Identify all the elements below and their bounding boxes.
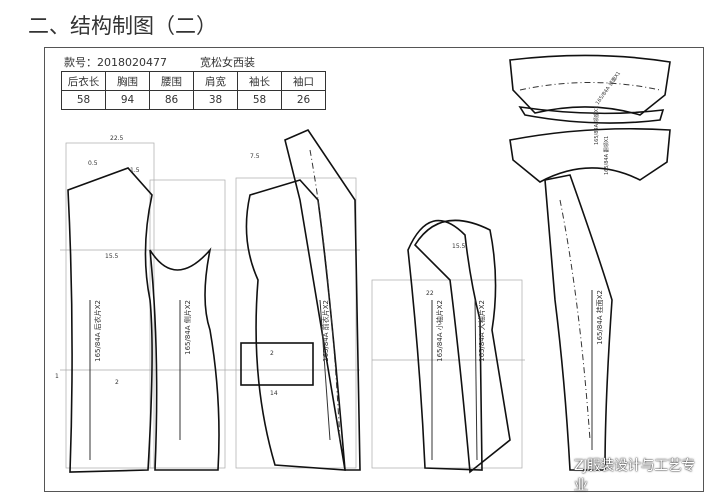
svg-text:2: 2	[270, 350, 274, 357]
label-collar-under: 165/84A 翻领X1	[603, 136, 610, 175]
style-number: 款号：2018020477	[64, 56, 167, 69]
collar-stand	[518, 105, 665, 124]
spec-value: 38	[193, 90, 238, 110]
label-front: 165/84A 前衣片X2	[321, 300, 330, 362]
spec-value: 86	[149, 90, 194, 110]
spec-table: 后衣长 胸围 腰围 肩宽 袖长 袖口 58 94 86 38 58 26	[61, 71, 326, 110]
seam-lines	[309, 82, 661, 441]
svg-text:0.5: 0.5	[88, 160, 98, 167]
pattern-outlines	[67, 54, 671, 474]
under-sleeve	[407, 219, 483, 471]
spec-value: 58	[237, 90, 282, 110]
label-collar-stand: 165/84A 领座X1	[593, 106, 600, 145]
page-title: 二、结构制图（二）	[28, 14, 217, 38]
spec-value: 58	[61, 90, 106, 110]
construction-lines	[60, 142, 525, 469]
svg-text:15.5: 15.5	[452, 243, 466, 250]
lapel	[284, 129, 361, 471]
side-piece	[149, 247, 220, 471]
label-side: 165/84A 侧片X2	[183, 300, 192, 355]
collar-under	[509, 127, 671, 183]
label-collar-top: 165/84A 领面X1	[594, 70, 622, 106]
spec-value-row: 58 94 86 38 58 26	[61, 90, 326, 110]
drawing-frame	[44, 47, 704, 492]
label-facing: 165/84A 挂面X2	[595, 290, 604, 345]
svg-text:1: 1	[55, 373, 59, 380]
label-back: 165/84A 后衣片X2	[93, 300, 102, 362]
label-top-sleeve: 165/84A 大袖片X2	[477, 300, 486, 362]
spec-header: 袖口	[281, 71, 326, 91]
label-under-sleeve: 165/84A 小袖片X2	[435, 300, 444, 362]
pocket	[240, 342, 314, 386]
style-name: 宽松女西装	[200, 56, 255, 69]
svg-text:1.5: 1.5	[130, 167, 140, 174]
grain-lines	[89, 290, 593, 461]
back-piece	[67, 167, 153, 473]
watermark: ZJ服装设计与工艺专业	[574, 458, 695, 494]
facing-piece	[544, 174, 613, 471]
measurement-labels: 22.5 0.5 1.5 15.5 7.5 2 2 14 22 15.5 1	[55, 135, 466, 397]
spec-header-row: 后衣长 胸围 腰围 肩宽 袖长 袖口	[61, 71, 326, 91]
front-piece	[245, 179, 346, 471]
svg-text:2: 2	[115, 379, 119, 386]
top-sleeve	[413, 219, 511, 474]
svg-text:15.5: 15.5	[105, 253, 119, 260]
collar-top	[509, 54, 671, 116]
spec-value: 26	[281, 90, 326, 110]
spec-header: 肩宽	[193, 71, 238, 91]
svg-text:7.5: 7.5	[250, 153, 260, 160]
svg-text:22.5: 22.5	[110, 135, 124, 142]
svg-text:22: 22	[426, 290, 434, 297]
svg-text:14: 14	[270, 390, 278, 397]
